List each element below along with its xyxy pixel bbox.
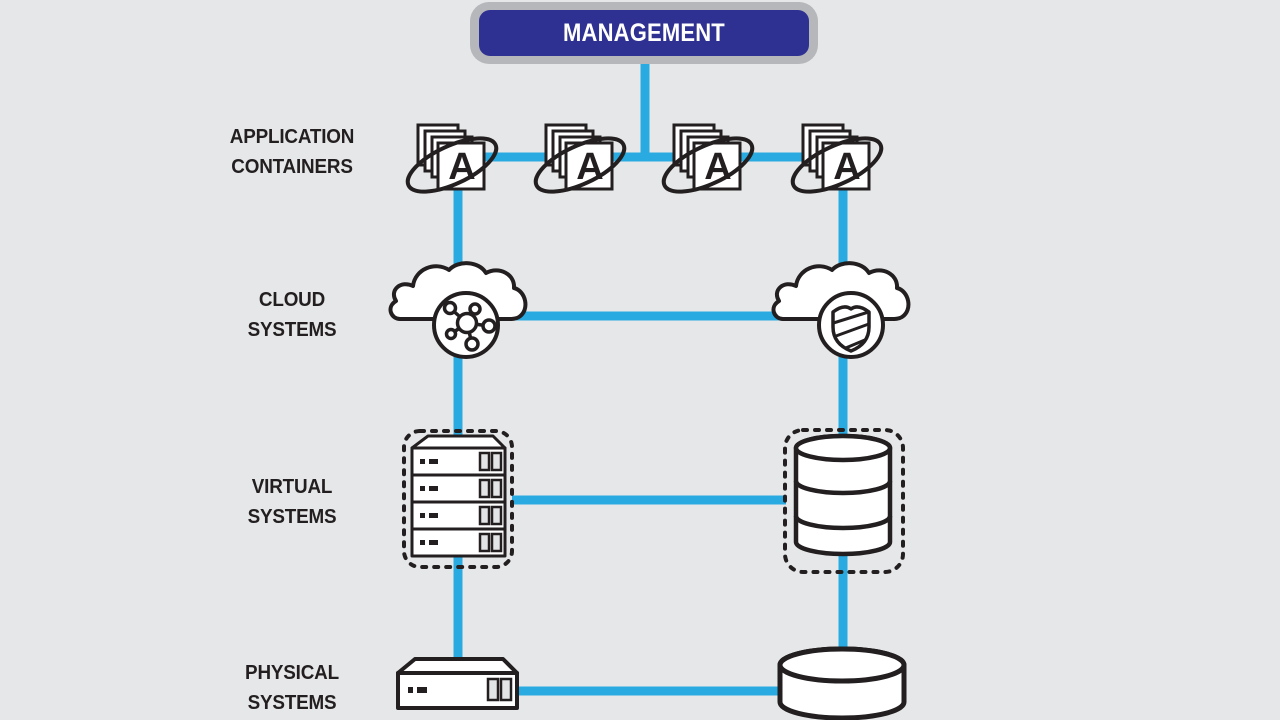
rack-top-face <box>410 434 507 450</box>
label-application-containers: APPLICATION CONTAINERS <box>172 122 412 182</box>
cloud-network-icon <box>388 261 528 359</box>
label-cloud-systems: CLOUD SYSTEMS <box>172 285 412 345</box>
label-line: APPLICATION <box>229 125 355 148</box>
application-container-icon-4: A <box>790 123 884 194</box>
orbit-ring-icon <box>533 136 627 194</box>
virtual-server-rack-icon <box>402 429 514 569</box>
label-line: CLOUD <box>258 288 326 311</box>
application-container-icon-2: A <box>533 123 627 194</box>
application-container-icon-3: A <box>661 123 755 194</box>
rack-units <box>410 446 507 558</box>
database-cylinder-icon <box>793 433 893 557</box>
label-line: SYSTEMS <box>247 691 337 714</box>
orbit-ring-icon <box>661 136 755 194</box>
orbit-ring-icon <box>790 136 884 194</box>
management-label: MANAGEMENT <box>563 18 725 47</box>
badge-circle-icon <box>817 291 885 359</box>
label-line: SYSTEMS <box>247 505 337 528</box>
physical-storage-disk-icon <box>777 646 907 720</box>
management-node-body: MANAGEMENT <box>479 10 809 56</box>
label-physical-systems: PHYSICAL SYSTEMS <box>172 658 412 718</box>
network-molecule-icon <box>442 300 497 352</box>
application-container-icon-1: A <box>405 123 499 194</box>
label-line: VIRTUAL <box>251 475 333 498</box>
label-line: SYSTEMS <box>247 318 337 341</box>
label-line: PHYSICAL <box>245 661 339 684</box>
virtual-dashed-border <box>402 429 514 569</box>
virtual-dashed-border <box>783 428 905 574</box>
label-virtual-systems: VIRTUAL SYSTEMS <box>172 472 412 532</box>
server-top-face <box>396 657 519 675</box>
physical-server-icon <box>396 657 519 710</box>
virtual-database-icon <box>783 428 905 574</box>
shield-icon <box>831 305 871 353</box>
orbit-ring-icon <box>405 136 499 194</box>
management-node: MANAGEMENT <box>470 2 818 64</box>
cloud-security-icon <box>771 261 911 359</box>
label-line: CONTAINERS <box>231 155 353 178</box>
